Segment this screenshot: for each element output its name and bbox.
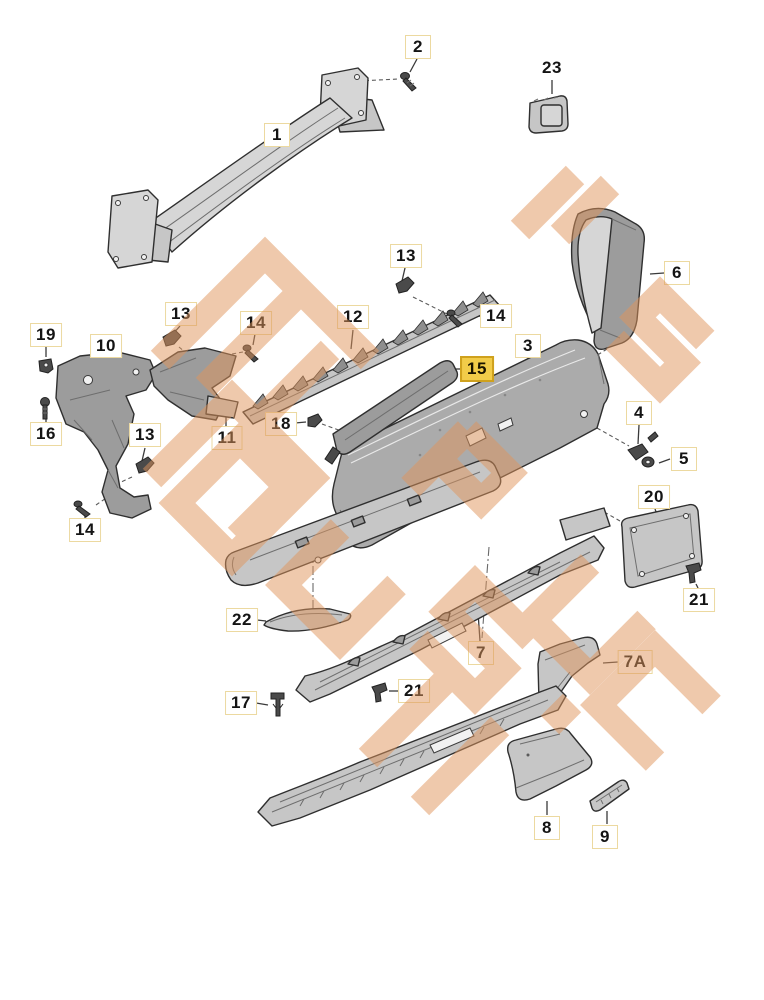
callout-8[interactable]: 8 <box>534 816 560 840</box>
callout-21-bottom[interactable]: 21 <box>398 679 430 703</box>
callout-14-right[interactable]: 14 <box>480 304 512 328</box>
callout-16[interactable]: 16 <box>30 422 62 446</box>
callout-14-bottom[interactable]: 14 <box>69 518 101 542</box>
callout-2[interactable]: 2 <box>405 35 431 59</box>
callout-18[interactable]: 18 <box>265 412 297 436</box>
part-4-clip <box>627 431 659 461</box>
callout-15[interactable]: 15 <box>460 356 494 382</box>
part-14-screw-right <box>446 309 463 328</box>
part-19-nut <box>38 358 54 374</box>
part-17-clip <box>270 692 285 717</box>
callout-14-left[interactable]: 14 <box>240 311 272 335</box>
part-2-bolt <box>400 72 417 92</box>
part-9-strip <box>589 779 630 812</box>
part-23-sensor <box>528 95 569 134</box>
callout-4[interactable]: 4 <box>626 401 652 425</box>
callout-19[interactable]: 19 <box>30 323 62 347</box>
callout-23[interactable]: 23 <box>542 58 562 77</box>
callout-21-right[interactable]: 21 <box>683 588 715 612</box>
callout-7[interactable]: 7 <box>468 641 494 665</box>
part-16-screw <box>40 397 50 420</box>
part-1-impact-beam <box>107 67 385 269</box>
callout-13-bottom[interactable]: 13 <box>129 423 161 447</box>
callout-11[interactable]: 11 <box>211 426 243 450</box>
part-5-grommet <box>641 456 655 468</box>
callout-5[interactable]: 5 <box>671 447 697 471</box>
callout-13-left[interactable]: 13 <box>165 302 197 326</box>
part-10-side-bracket <box>55 351 157 519</box>
callout-20[interactable]: 20 <box>638 485 670 509</box>
callout-3[interactable]: 3 <box>515 334 541 358</box>
callout-12[interactable]: 12 <box>337 305 369 329</box>
part-14-screw-bottom <box>73 500 91 518</box>
callout-9[interactable]: 9 <box>592 825 618 849</box>
callout-1[interactable]: 1 <box>264 123 290 147</box>
part-21-clip-right <box>685 562 702 584</box>
callout-6[interactable]: 6 <box>664 261 690 285</box>
callout-22[interactable]: 22 <box>226 608 258 632</box>
part-13-clip-top <box>395 276 415 294</box>
callout-7a[interactable]: 7A <box>617 650 653 674</box>
callout-13-top[interactable]: 13 <box>390 244 422 268</box>
callout-10[interactable]: 10 <box>90 334 122 358</box>
callout-17[interactable]: 17 <box>225 691 257 715</box>
